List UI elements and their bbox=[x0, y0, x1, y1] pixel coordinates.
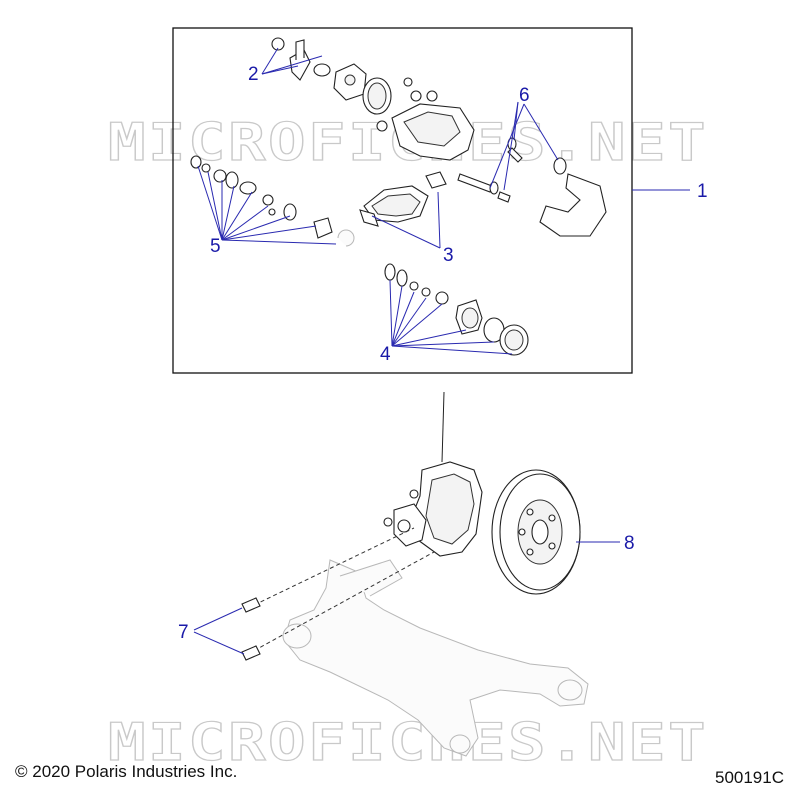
callout-7: 7 bbox=[178, 622, 189, 643]
bracket-hardware-group bbox=[271, 37, 392, 115]
trailing-arm bbox=[282, 559, 589, 757]
mount-line-upper bbox=[247, 527, 415, 609]
diagram-id: 500191C bbox=[714, 768, 784, 787]
mount-line-lower bbox=[247, 551, 435, 655]
caliper-kit-frame bbox=[172, 27, 633, 374]
kit-assembly-leader bbox=[441, 391, 445, 463]
mounted-caliper bbox=[383, 461, 483, 557]
mounting-bolts bbox=[241, 597, 261, 661]
copyright-notice: © 2020 Polaris Industries Inc. bbox=[15, 762, 238, 781]
brake-rotor bbox=[491, 469, 581, 595]
kit-leader-lines bbox=[197, 47, 559, 355]
guide-pin-group bbox=[457, 137, 567, 203]
callout-2: 2 bbox=[248, 64, 259, 85]
callout-8: 8 bbox=[624, 533, 635, 554]
callout-7-leader-b bbox=[193, 631, 245, 655]
caliper-bracket bbox=[539, 173, 607, 237]
watermark-bottom: MICROFICHES.NET bbox=[108, 713, 708, 773]
callout-5: 5 bbox=[210, 236, 221, 257]
brake-pad-group bbox=[359, 171, 447, 227]
callout-4: 4 bbox=[380, 344, 391, 365]
piston-hardware-group bbox=[190, 155, 355, 247]
piston-seal-group bbox=[384, 263, 529, 356]
caliper-housing bbox=[376, 77, 475, 161]
callout-7-leader-a bbox=[193, 607, 243, 631]
callout-6: 6 bbox=[519, 85, 530, 106]
callout-1: 1 bbox=[697, 181, 708, 202]
callout-3: 3 bbox=[443, 245, 454, 266]
